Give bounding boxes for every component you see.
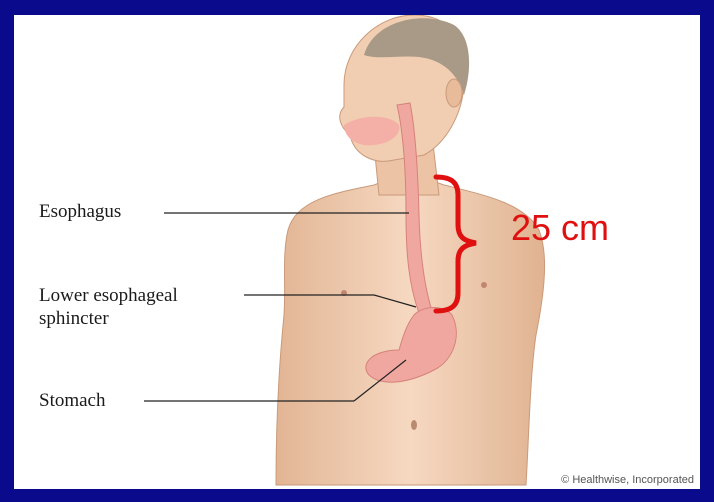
navel [411,420,417,430]
label-lower-sphincter-line2: sphincter [39,308,109,330]
nipple-right [481,282,487,288]
diagram-panel: Esophagus Lower esophageal sphincter Sto… [14,15,700,489]
label-lower-sphincter-line1: Lower esophageal [39,285,178,307]
label-stomach: Stomach [39,390,106,412]
anatomy-illustration [14,15,700,489]
measurement-label: 25 cm [511,208,609,248]
ear [446,79,462,107]
label-esophagus: Esophagus [39,201,121,223]
copyright-credit: © Healthwise, Incorporated [561,474,694,486]
